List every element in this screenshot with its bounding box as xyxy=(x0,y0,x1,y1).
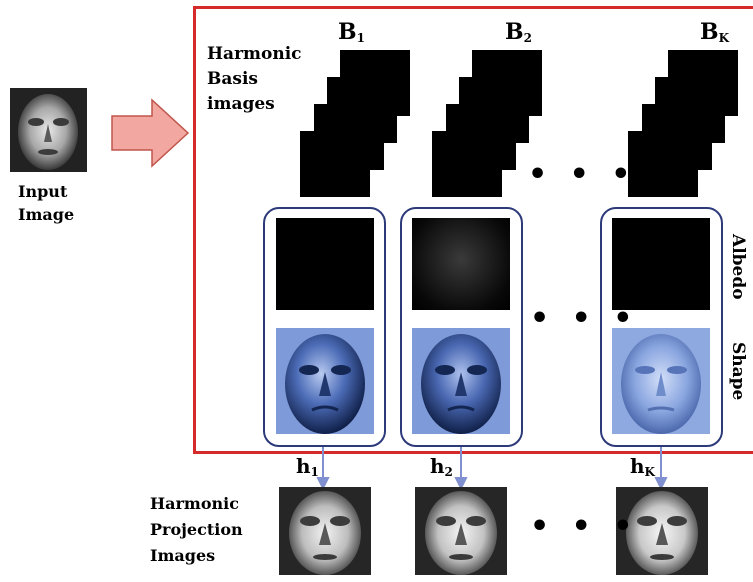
basis-image xyxy=(432,131,502,197)
shape-image-k xyxy=(612,328,710,434)
harmonic-model-frame xyxy=(193,6,753,454)
basis-image xyxy=(300,131,370,197)
projection-heading-line2: Projection xyxy=(150,520,243,539)
projection-image-2 xyxy=(415,487,507,575)
projection-label-k: hK xyxy=(630,454,655,485)
basis-label-2: B2 xyxy=(505,20,532,51)
projection-ellipsis: • • • xyxy=(530,509,639,544)
basis-stack-k xyxy=(628,50,738,200)
albedo-shape-group-1 xyxy=(263,207,386,447)
projection-subscript-2: 2 xyxy=(444,465,453,479)
projection-image-k xyxy=(616,487,708,575)
albedo-image-1 xyxy=(276,218,374,310)
group-ellipsis: • • • xyxy=(530,301,639,336)
projection-heading-line1: Harmonic xyxy=(150,494,239,513)
albedo-shape-group-k xyxy=(600,207,723,447)
basis-heading-line1: Harmonic xyxy=(207,44,302,64)
right-arrow-icon xyxy=(111,98,190,168)
input-face-image xyxy=(10,88,87,172)
basis-subscript-1: 1 xyxy=(356,31,365,45)
albedo-image-k xyxy=(612,218,710,310)
basis-heading-line3: images xyxy=(207,94,275,114)
projection-subscript-k: K xyxy=(644,465,655,479)
basis-subscript-2: 2 xyxy=(523,31,532,45)
shape-image-2 xyxy=(412,328,510,434)
basis-symbol-2: B xyxy=(505,19,524,45)
basis-label-k: BK xyxy=(700,20,729,51)
projection-heading-line3: Images xyxy=(150,546,216,565)
projection-symbol-1: h xyxy=(296,454,311,478)
input-image-label-line2: Image xyxy=(18,205,75,224)
basis-label-1: B1 xyxy=(338,20,365,51)
projection-label-2: h2 xyxy=(430,454,453,485)
projection-subscript-1: 1 xyxy=(310,465,319,479)
basis-heading-line2: Basis xyxy=(207,69,258,89)
albedo-image-2 xyxy=(412,218,510,310)
albedo-shape-group-2 xyxy=(400,207,523,447)
basis-stack-2 xyxy=(432,50,542,200)
projection-label-1: h1 xyxy=(296,454,319,485)
basis-image xyxy=(628,131,698,197)
basis-symbol-k: B xyxy=(700,19,719,45)
basis-symbol-1: B xyxy=(338,19,357,45)
input-image-label-line1: Input xyxy=(18,182,68,201)
projection-symbol-2: h xyxy=(430,454,445,478)
basis-subscript-k: K xyxy=(718,31,730,45)
basis-stack-1 xyxy=(300,50,410,200)
basis-ellipsis: • • • xyxy=(528,157,637,192)
projection-image-1 xyxy=(279,487,371,575)
projection-symbol-k: h xyxy=(630,454,645,478)
shape-image-1 xyxy=(276,328,374,434)
